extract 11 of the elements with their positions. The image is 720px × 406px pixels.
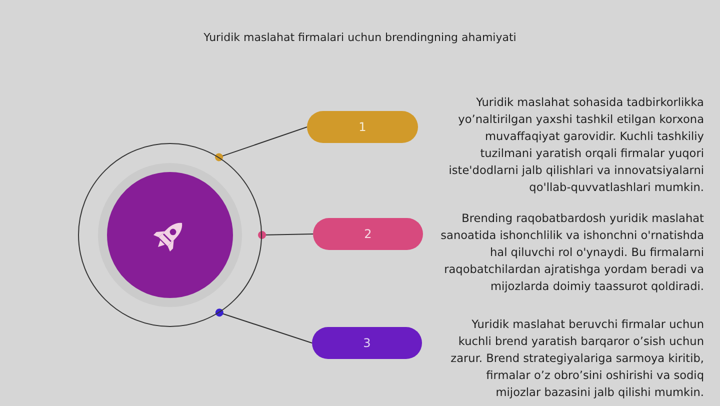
description-text: Yuridik maslahat beruvchi firmalar uchun kuchli brend yaratish barqaror o’sish uchun zarur. Brend strategiyalariga sarmoya kiritib, firmalar o’z obro’sini oshirishi va sodiq mijozlar bazasini jalb qilishi mumkin. [450,317,704,401]
connector-line [215,308,312,344]
title: Yuridik maslahat firmalari uchun brendingning ahamiyati [202,31,518,44]
step-pill: 1 [307,111,418,143]
step-pill: 3 [312,327,422,359]
connector-line [258,231,314,239]
connector-line [215,126,308,162]
description-text: Brending raqobatbardosh yuridik maslahat sanoatida ishonchlilik va ishonchni o'rnatishda hal qiluvchi rol o'ynaydi. Bu firmalarni raqobatchilardan ajratishga yordam beradi va mijozlarda doimiy taassurot qoldiradi. [440,211,704,295]
step-pill: 2 [313,218,423,250]
description-text: Yuridik maslahat sohasida tadbirkorlikka yo’naltirilgan yaxshi tashkil etilgan korxona muvaffaqiyat garovidir. Kuchli tashkiliy tuzilmani yaratish orqali firmalar yuqori iste'dodlarni jalb qilishlari va innovatsiyalarni qo'llab-quvvatlashlari mumkin. [448,95,704,196]
ring-outline [78,143,262,327]
